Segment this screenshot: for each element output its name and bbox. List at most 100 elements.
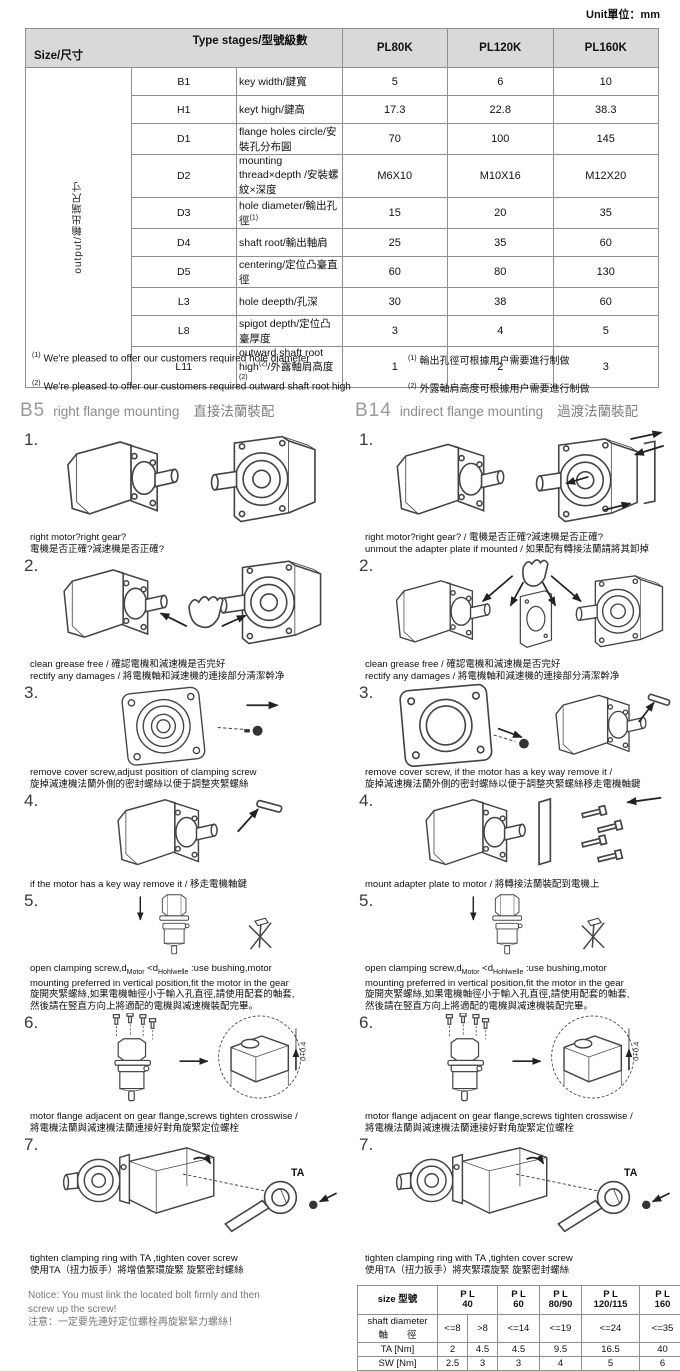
cell-value: 16.5 bbox=[582, 1343, 640, 1357]
ta-label: TA bbox=[291, 1167, 305, 1179]
screw-icon bbox=[519, 739, 529, 749]
motor-icon bbox=[118, 800, 217, 865]
step-caption: mount adapter plate to motor / 將轉接法蘭裝配到電… bbox=[355, 879, 680, 891]
sw-row-label: SW [Nm] bbox=[358, 1357, 438, 1371]
cell-value: <=35 bbox=[640, 1315, 680, 1343]
assembled-unit-icon bbox=[63, 1148, 213, 1213]
gearbox-icon bbox=[576, 576, 662, 647]
footnote-zh-1: (1)輸出孔徑可根據用户需要進行制做 bbox=[408, 352, 658, 367]
cell-value: 10 bbox=[553, 68, 659, 96]
footnotes: (1)We're pleased to offer our customers … bbox=[32, 352, 658, 395]
torque-ta-row: TA [Nm] 2 4.5 4.5 9.5 16.5 40 bbox=[358, 1343, 680, 1357]
cell-value: M6X10 bbox=[342, 155, 448, 198]
cell-value: 4 bbox=[448, 316, 554, 347]
row-desc: flange holes circle/安裝孔分布圓 bbox=[237, 124, 343, 155]
cell-value: 4.5 bbox=[498, 1343, 540, 1357]
cell-value: 40 bbox=[640, 1343, 680, 1357]
step-illustration-mount-adapter bbox=[392, 791, 675, 879]
ta-label: TA bbox=[624, 1167, 638, 1179]
gearbox-icon bbox=[220, 561, 320, 643]
step-caption: open clamping screw,dMotor <dHohlwelle :… bbox=[20, 963, 355, 1013]
step-illustration-torque-wrench: TA bbox=[58, 1135, 344, 1253]
row-desc: spigot depth/定位凸臺厚度 bbox=[237, 316, 343, 347]
step-caption: right motor?right gear? / 電機是否正確?減速機是否正確… bbox=[355, 532, 680, 556]
adapter-plate-icon bbox=[520, 591, 551, 647]
motor-icon bbox=[426, 800, 525, 865]
step-caption: if the motor has a key way remove it / 移… bbox=[20, 879, 355, 891]
torque-wrench-icon bbox=[225, 1182, 296, 1232]
row-code: H1 bbox=[131, 96, 237, 124]
cell-value: 5 bbox=[342, 68, 448, 96]
step-caption: motor flange adjacent on gear flange,scr… bbox=[20, 1111, 355, 1135]
col-header-pl80k: PL80K bbox=[342, 29, 448, 68]
step-caption: tighten clamping ring with TA ,tighten c… bbox=[20, 1253, 355, 1277]
step-caption: open clamping screw,dMotor <dHohlwelle :… bbox=[355, 963, 680, 1013]
col-header-pl160k: PL160K bbox=[553, 29, 659, 68]
cell-value: 6 bbox=[448, 68, 554, 96]
vertical-assembly-icon bbox=[160, 895, 189, 954]
step-illustration-vertical-mounting bbox=[421, 891, 646, 963]
step-caption: tighten clamping ring with TA ,tighten c… bbox=[355, 1253, 680, 1277]
row-group-label: output/輸出端尺寸 bbox=[71, 181, 86, 274]
cell-value: >8 bbox=[468, 1315, 498, 1343]
motor-icon bbox=[68, 442, 178, 514]
footnote-zh-2: (2)外露軸肩高度可根據用户需要進行制做 bbox=[408, 380, 658, 395]
step-illustration-adapter-screw-key bbox=[394, 683, 673, 767]
cell-value: <=24 bbox=[582, 1315, 640, 1343]
row-desc: key width/鍵寬 bbox=[237, 68, 343, 96]
cell-value: 70 bbox=[342, 124, 448, 155]
spec-table: Type stages/型號級數 Size/尺寸 PL80K PL120K PL… bbox=[25, 28, 659, 388]
cell-value: 3 bbox=[468, 1357, 498, 1371]
cell-value: 9.5 bbox=[540, 1343, 582, 1357]
b14-step-5: 5. open clamping screw,dMotor <dHohlwell… bbox=[355, 891, 680, 1013]
row-desc: centering/定位凸臺直徑 bbox=[237, 257, 343, 288]
adapter-plate-icon bbox=[539, 799, 550, 865]
b5-step-6: 6. 0+0.4 motor flange adjacent on gear f… bbox=[20, 1013, 355, 1135]
row-code: D2 bbox=[131, 155, 237, 198]
assembled-unit-icon bbox=[446, 1013, 488, 1101]
cell-value: 35 bbox=[553, 198, 659, 229]
flange-face-icon bbox=[121, 687, 205, 766]
ta-row-label: TA [Nm] bbox=[358, 1343, 438, 1357]
screw-icon bbox=[244, 726, 262, 736]
b5-step-5: 5. open clamping screw,dMotor <dHohlwell… bbox=[20, 891, 355, 1013]
step-illustration-vertical-mounting bbox=[88, 891, 313, 963]
cell-value: 25 bbox=[342, 229, 448, 257]
cell-value: 20 bbox=[448, 198, 554, 229]
cell-value: 100 bbox=[448, 124, 554, 155]
detail-circle-icon: 0+0.4 bbox=[552, 1016, 641, 1098]
cell-value: 17.3 bbox=[342, 96, 448, 124]
cell-value: 80 bbox=[448, 257, 554, 288]
row-code: D5 bbox=[131, 257, 237, 288]
step-caption: right motor?right gear?電機是否正確?減速機是否正確? bbox=[20, 532, 355, 556]
cell-value: 2 bbox=[438, 1343, 468, 1357]
cell-value: 60 bbox=[342, 257, 448, 288]
b14-step-6: 6. 0+0.4 motor flange adjacent on gear f… bbox=[355, 1013, 680, 1135]
cell-value: 5 bbox=[553, 316, 659, 347]
adapter-plate-icon bbox=[399, 684, 492, 767]
screws-icon bbox=[582, 806, 623, 864]
b14-column: 1. right motor?right gear? / 電機是否正確?減速機是… bbox=[355, 430, 680, 1371]
cell-value: <=19 bbox=[540, 1315, 582, 1343]
motor-icon bbox=[556, 695, 646, 754]
footnote-en-1: (1)We're pleased to offer our customers … bbox=[32, 352, 408, 367]
cell-value: 38.3 bbox=[553, 96, 659, 124]
section-b5-code: B5 bbox=[20, 400, 45, 421]
cell-value: 30 bbox=[342, 288, 448, 316]
torque-wrench-icon bbox=[558, 1182, 629, 1232]
row-code: L3 bbox=[131, 288, 237, 316]
cell-value: 6 bbox=[640, 1357, 680, 1371]
torque-sw-row: SW [Nm] 2.5 3 3 4 5 6 bbox=[358, 1357, 680, 1371]
